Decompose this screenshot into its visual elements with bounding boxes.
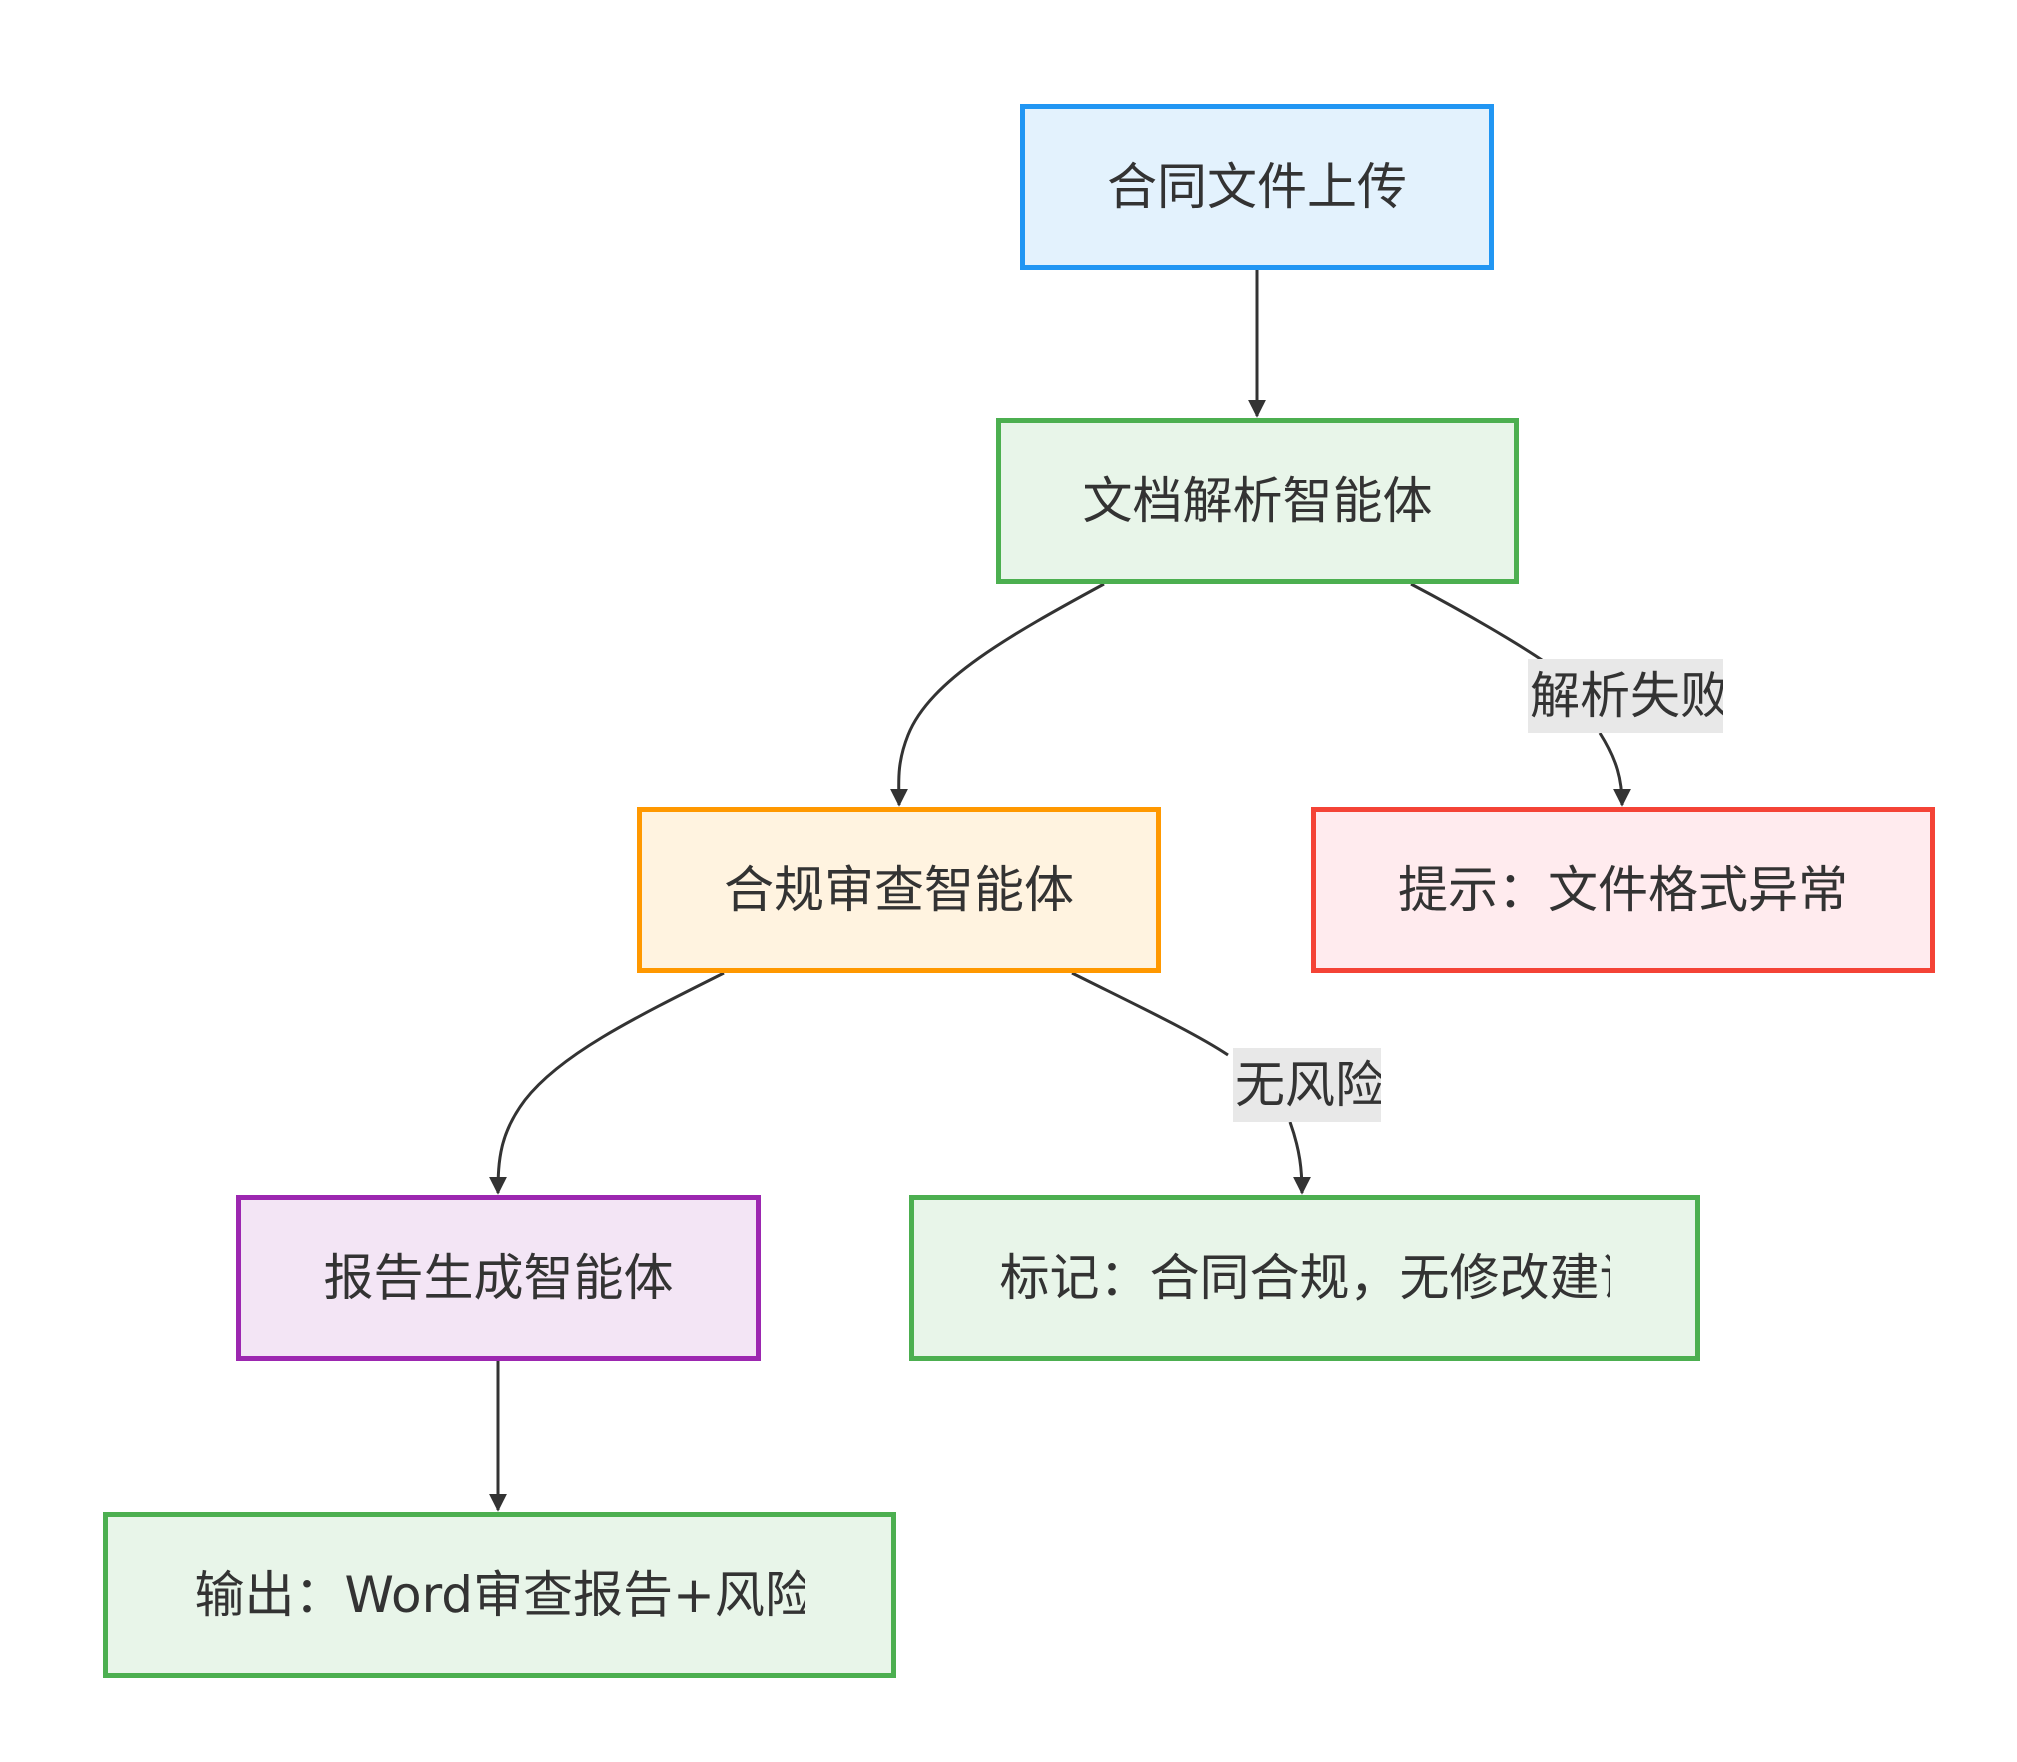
node-report-generation-agent: 报告生成智能体 — [236, 1195, 761, 1361]
node-label: 提示：文件格式异常 — [1398, 861, 1848, 919]
edge-parse-to-review — [889, 582, 1105, 807]
node-label: 文档解析智能体 — [1082, 472, 1433, 530]
node-document-parsing-agent: 文档解析智能体 — [996, 418, 1519, 584]
node-label: 报告生成智能体 — [323, 1249, 674, 1307]
node-label: 输出：Word审查报告+风险清单 — [194, 1566, 805, 1624]
node-compliance-review-agent: 合规审查智能体 — [637, 807, 1161, 973]
edge-label-no-risk: 无风险 — [1233, 1048, 1381, 1122]
node-compliant-mark: 标记：合同合规，无修改建议 — [909, 1195, 1700, 1361]
node-label: 合规审查智能体 — [724, 861, 1074, 919]
edge-review-to-report — [489, 971, 725, 1195]
node-format-error-prompt: 提示：文件格式异常 — [1311, 807, 1935, 973]
node-contract-upload: 合同文件上传 — [1020, 104, 1494, 270]
node-label: 标记：合同合规，无修改建议 — [999, 1249, 1610, 1307]
node-label: 合同文件上传 — [1107, 158, 1407, 216]
edge-label-parse-failed: 解析失败 — [1528, 659, 1723, 733]
edge-review-to-ok — [1071, 971, 1302, 1193]
node-output-report: 输出：Word审查报告+风险清单 — [103, 1512, 896, 1678]
edge-parse-to-error — [1410, 582, 1622, 805]
